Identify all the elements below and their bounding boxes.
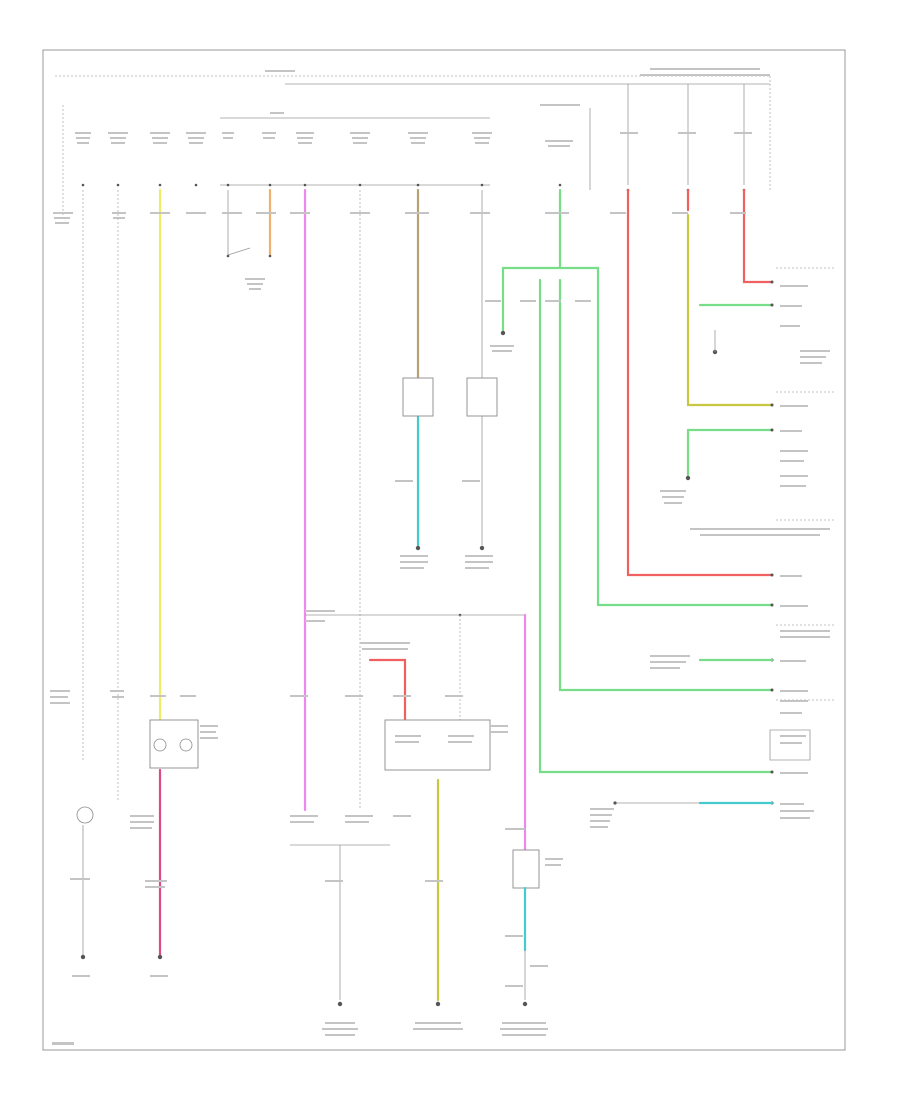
switch-gray (466, 377, 498, 417)
label-marks (50, 68, 830, 1045)
bulb-icon (179, 738, 193, 752)
wire-red (626, 188, 774, 577)
ground-icon (80, 330, 718, 1007)
lamp-right (512, 849, 540, 889)
lamp-module-left (149, 719, 199, 769)
switch-tan (402, 377, 434, 417)
wire-green-main (501, 188, 562, 332)
switch-icon (227, 247, 251, 256)
bulb-icon (76, 806, 94, 824)
bulb-icon (153, 738, 167, 752)
diagram-frame (42, 49, 846, 1051)
junction-block-mid (384, 719, 491, 771)
wire-olive (686, 213, 774, 407)
